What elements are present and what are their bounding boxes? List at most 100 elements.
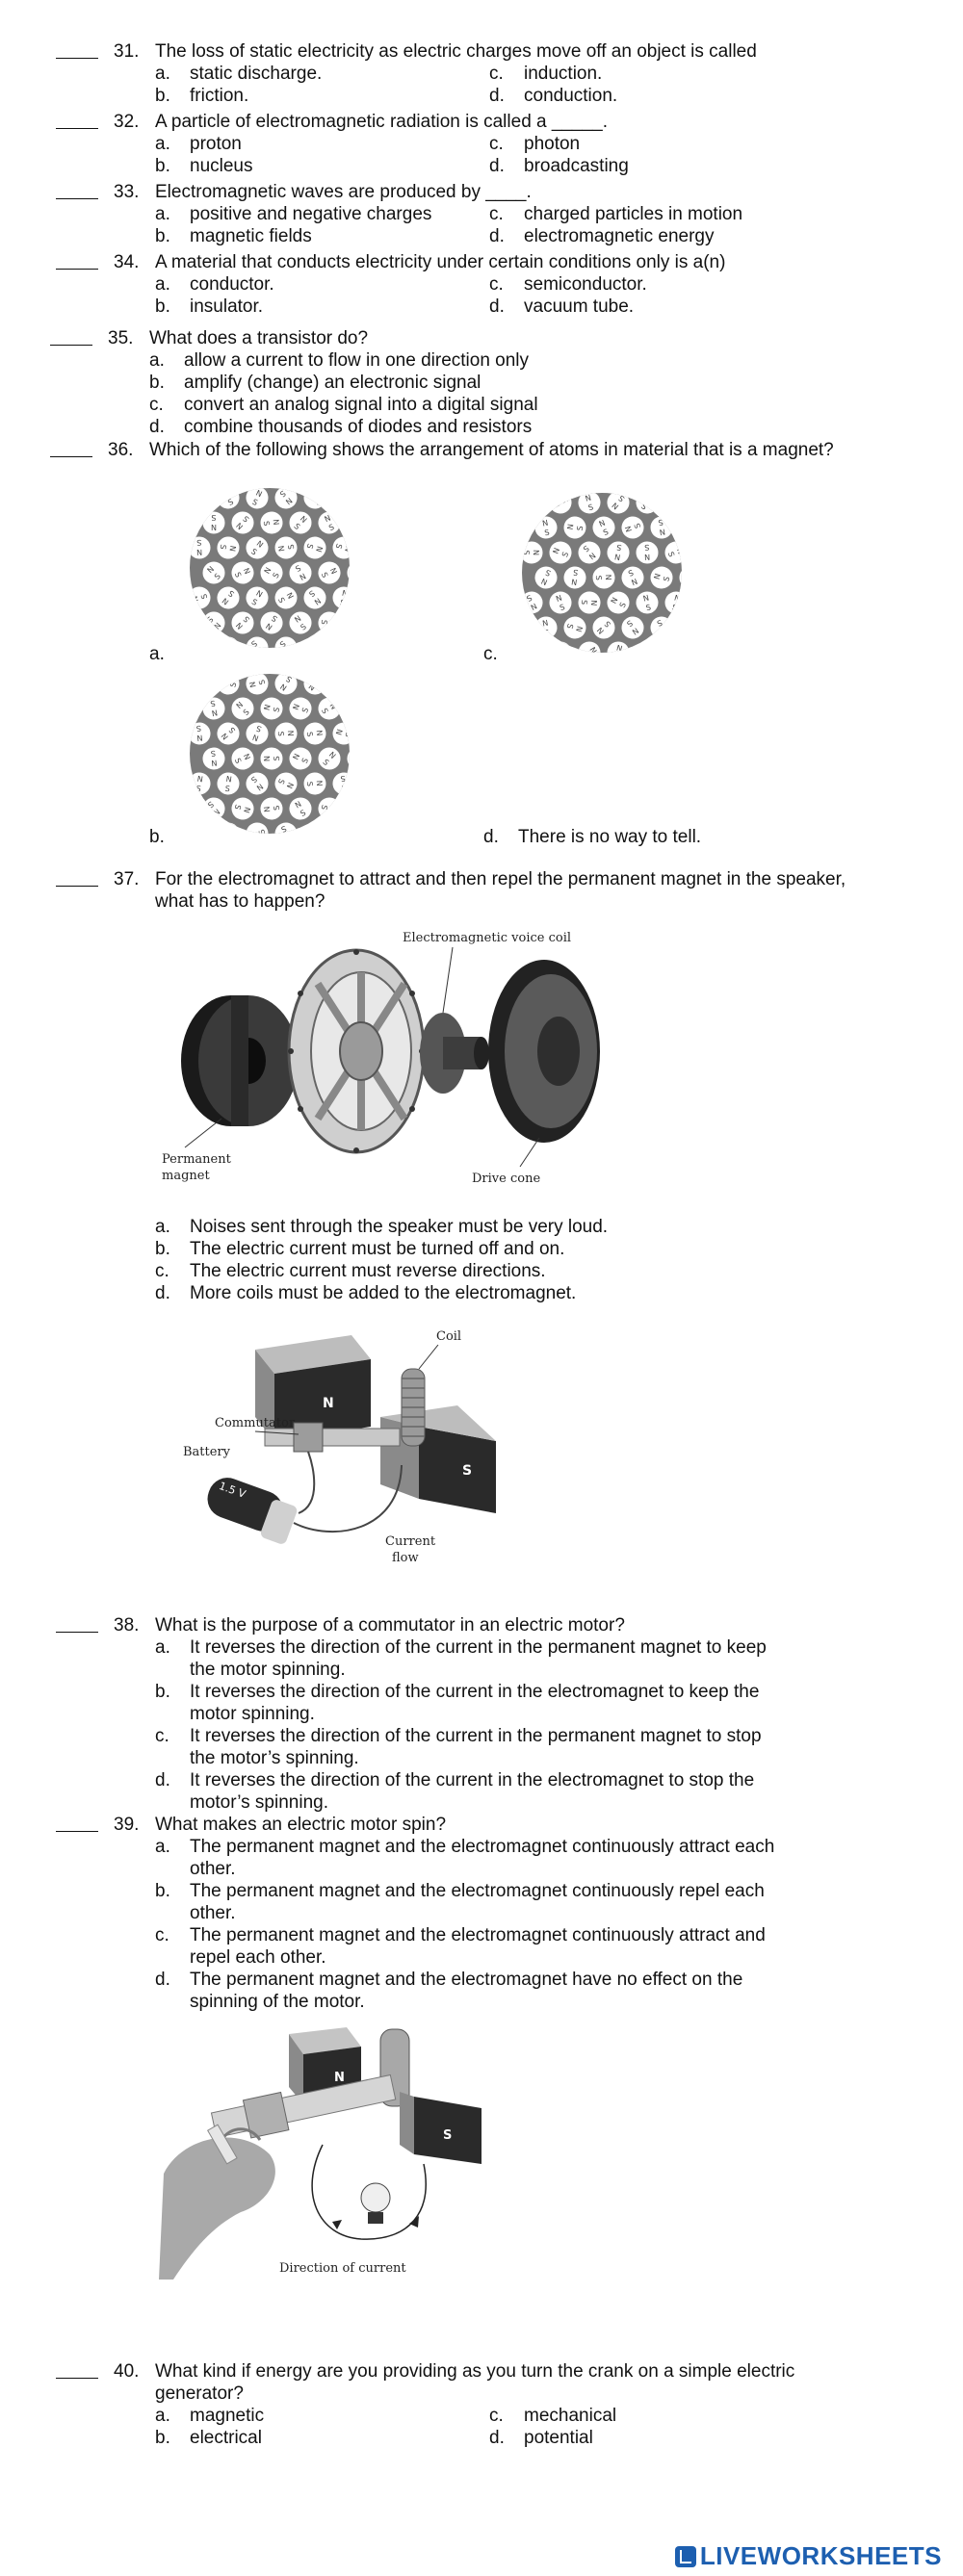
- svg-text:S: S: [233, 803, 243, 811]
- option-b: b.magnetic fields: [155, 226, 312, 246]
- atom: NS: [591, 565, 616, 590]
- battery-label: Battery: [183, 1445, 231, 1459]
- svg-text:N: N: [221, 489, 231, 500]
- svg-text:N: N: [220, 643, 229, 650]
- svg-text:N: N: [314, 643, 324, 650]
- answer-blank[interactable]: [50, 439, 92, 457]
- svg-text:N: N: [556, 652, 563, 655]
- option-a: a.allow a current to flow in one directi…: [149, 350, 530, 371]
- answer-blank[interactable]: [50, 327, 92, 346]
- atom: NS: [562, 565, 587, 590]
- svg-text:N: N: [674, 650, 684, 655]
- svg-text:S: S: [305, 646, 315, 650]
- svg-text:N: N: [255, 539, 265, 550]
- atom: NS: [606, 590, 631, 615]
- svg-text:S: S: [227, 726, 237, 735]
- svg-text:N: N: [293, 614, 302, 625]
- svg-text:S: S: [683, 527, 684, 536]
- answer-blank[interactable]: [56, 868, 98, 887]
- answer-blank[interactable]: [56, 40, 98, 59]
- question-stem: Which of the following shows the arrange…: [149, 440, 834, 460]
- option-c: c.induction.: [489, 64, 603, 84]
- atom: NS: [190, 821, 212, 834]
- svg-text:S: S: [299, 622, 307, 631]
- option-d: d.electromagnetic energy: [489, 226, 715, 246]
- option-b: b.amplify (change) an electronic signal: [149, 373, 482, 393]
- svg-text:N: N: [254, 589, 264, 600]
- svg-text:S: S: [321, 758, 330, 767]
- drive-cone-label: Drive cone: [472, 1172, 540, 1186]
- answer-blank[interactable]: [56, 181, 98, 199]
- voice-coil-label: Electromagnetic voice coil: [403, 931, 571, 945]
- svg-text:S: S: [195, 785, 201, 794]
- svg-text:S: S: [284, 674, 293, 683]
- svg-text:S: S: [273, 805, 282, 811]
- svg-text:S: S: [644, 543, 649, 552]
- svg-text:S: S: [299, 809, 307, 818]
- atom: NS: [664, 640, 684, 655]
- svg-text:N: N: [604, 575, 612, 580]
- atom: NS: [201, 746, 226, 771]
- atom: NS: [230, 796, 255, 821]
- answer-blank[interactable]: [56, 1614, 98, 1633]
- atom: NS: [678, 565, 682, 590]
- svg-text:N: N: [284, 646, 294, 650]
- atom: NS: [245, 535, 270, 560]
- svg-text:N: N: [645, 494, 655, 504]
- question-number: 32.: [114, 112, 140, 132]
- svg-text:S: S: [276, 778, 286, 786]
- atom: NS: [664, 540, 684, 565]
- atom: NS: [591, 615, 616, 640]
- atom: NS: [216, 585, 241, 610]
- question-number: 40.: [114, 2361, 140, 2382]
- svg-text:N: N: [675, 547, 684, 555]
- svg-text:N: N: [255, 782, 265, 792]
- svg-text:S: S: [559, 643, 565, 653]
- svg-text:S: S: [582, 544, 591, 554]
- answer-blank[interactable]: [56, 111, 98, 129]
- svg-text:N: N: [298, 572, 307, 582]
- svg-text:S: S: [242, 708, 251, 717]
- svg-text:N: N: [264, 621, 273, 631]
- svg-text:S: S: [228, 646, 238, 650]
- svg-text:N: N: [212, 621, 222, 631]
- svg-text:S: S: [658, 518, 664, 528]
- svg-text:N: N: [644, 553, 650, 561]
- svg-text:N: N: [211, 759, 218, 768]
- svg-text:S: S: [656, 618, 664, 628]
- answer-blank[interactable]: [56, 2360, 98, 2379]
- question-stem: What is the purpose of a commutator in a…: [155, 1615, 625, 1636]
- svg-text:N: N: [673, 594, 681, 604]
- svg-text:N: N: [524, 644, 534, 655]
- svg-text:N: N: [653, 573, 663, 580]
- svg-text:S: S: [278, 489, 288, 499]
- svg-text:N: N: [263, 806, 273, 812]
- atom: NS: [190, 635, 212, 648]
- svg-text:N: N: [335, 829, 345, 836]
- answer-blank[interactable]: [56, 251, 98, 270]
- option-d-line2: spinning of the motor.: [190, 1992, 365, 2012]
- atom: NS: [635, 590, 660, 615]
- svg-text:N: N: [251, 733, 260, 743]
- svg-text:S: S: [273, 756, 281, 760]
- svg-text:N: N: [644, 644, 653, 655]
- atom: NS: [678, 615, 682, 640]
- svg-text:S: S: [250, 598, 259, 607]
- atom: NS: [245, 721, 270, 746]
- atom: NS: [302, 721, 327, 746]
- svg-text:N: N: [254, 489, 263, 500]
- svg-text:N: N: [624, 525, 634, 533]
- answer-blank[interactable]: [56, 1814, 98, 1832]
- svg-text:S: S: [233, 757, 243, 764]
- svg-text:N: N: [335, 728, 345, 735]
- option-b: b.The electric current must be turned of…: [155, 1239, 565, 1259]
- svg-text:S: S: [531, 494, 540, 503]
- svg-text:N: N: [221, 596, 230, 606]
- atom: NS: [346, 796, 350, 821]
- svg-text:S: S: [242, 614, 251, 624]
- atom: NS: [562, 615, 587, 640]
- svg-text:S: S: [677, 500, 684, 505]
- svg-text:S: S: [576, 526, 586, 531]
- option-a: a.The permanent magnet and the electroma…: [155, 1837, 775, 1857]
